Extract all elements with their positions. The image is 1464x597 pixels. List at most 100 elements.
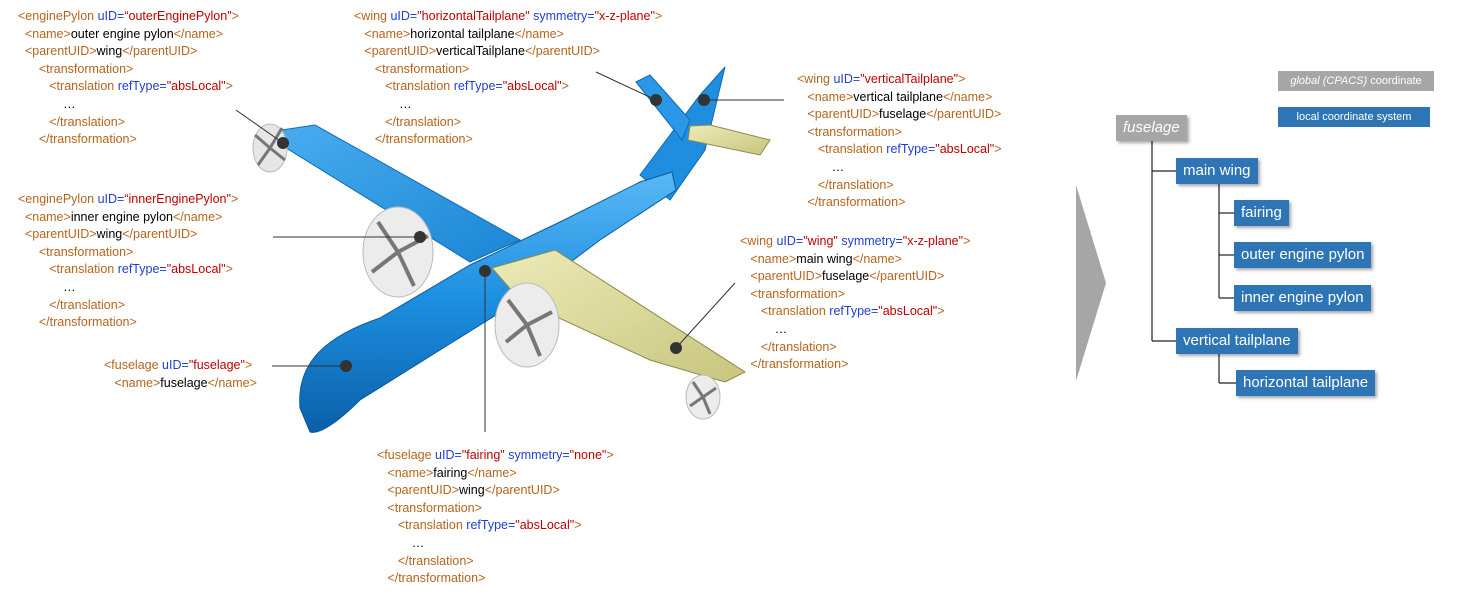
xml-token: "wing": [803, 234, 838, 248]
xml-main-wing: <wing uID="wing" symmetry="x-z-plane"> <…: [740, 233, 970, 374]
xml-token: "absLocal": [502, 79, 562, 94]
xml-token: <name>: [740, 251, 797, 266]
xml-token: >: [606, 448, 614, 462]
xml-token: </translation>: [18, 114, 126, 129]
right-horizontal-tailplane: [687, 124, 771, 156]
xml-line: <wing uID="wing" symmetry="x-z-plane">: [740, 233, 970, 251]
xml-line: <translation refType="absLocal">: [18, 261, 238, 279]
xml-token: "verticalTailplane": [860, 72, 959, 86]
xml-line: <name>inner engine pylon</name>: [18, 209, 238, 227]
xml-token: "none": [569, 448, 607, 462]
xml-token: "x-z-plane": [902, 234, 964, 248]
xml-token: </transformation>: [18, 132, 137, 147]
xml-token: "fairing": [461, 448, 505, 462]
tree-connectors: [1151, 140, 1236, 384]
xml-token: uID=: [776, 234, 804, 248]
point-horizontal-tailplane: [650, 94, 662, 106]
xml-token: uID=: [435, 448, 462, 462]
xml-token: wing: [96, 44, 123, 59]
xml-line: <translation refType="absLocal">: [740, 303, 970, 321]
xml-token: …: [797, 159, 845, 174]
xml-token: vertical tailplane: [853, 89, 943, 104]
xml-line: <parentUID>wing</parentUID>: [18, 43, 239, 61]
xml-line: <transformation>: [354, 61, 662, 79]
xml-token: <fuselage: [377, 448, 436, 462]
xml-token: <parentUID>: [740, 269, 822, 284]
xml-token: "absLocal": [878, 304, 938, 319]
point-inner-pylon: [414, 231, 426, 243]
xml-token: "x-z-plane": [594, 9, 655, 23]
xml-token: <parentUID>: [797, 107, 879, 122]
xml-token: </parentUID>: [484, 483, 560, 498]
xml-token: …: [740, 321, 788, 336]
tree-node-fairing: fairing: [1234, 200, 1289, 226]
xml-line: <transformation>: [797, 124, 1002, 142]
xml-token: >: [958, 72, 966, 86]
xml-line: <parentUID>wing</parentUID>: [18, 226, 238, 244]
xml-line: <transformation>: [740, 286, 970, 304]
xml-token: <name>: [18, 209, 71, 224]
xml-token: <transformation>: [18, 244, 134, 259]
xml-line: …: [354, 96, 662, 114]
xml-token: </name>: [173, 209, 223, 224]
xml-line: </translation>: [18, 114, 239, 132]
xml-token: <transformation>: [18, 61, 134, 76]
transform-arrow-icon: [1076, 185, 1106, 381]
xml-token: refType=: [117, 79, 167, 94]
xml-token: <translation: [18, 262, 118, 277]
xml-token: <name>: [797, 89, 854, 104]
xml-token: <parentUID>: [18, 227, 97, 242]
point-fairing: [479, 265, 491, 277]
xml-token: >: [994, 142, 1002, 157]
xml-line: </transformation>: [18, 314, 238, 332]
xml-line: <parentUID>fuselage</parentUID>: [740, 268, 970, 286]
fuselage-body: [299, 171, 677, 433]
xml-line: <enginePylon uID=“outerEnginePylon">: [18, 8, 239, 26]
xml-line: <fuselage uID="fairing" symmetry="none">: [377, 447, 614, 465]
xml-line: <name>horizontal tailplane</name>: [354, 26, 662, 44]
xml-token: verticalTailplane: [436, 44, 525, 59]
xml-token: </transformation>: [377, 571, 486, 586]
xml-line: </translation>: [797, 177, 1002, 195]
xml-token: <wing: [740, 234, 777, 248]
xml-line: </transformation>: [377, 570, 614, 588]
xml-token: …: [18, 279, 76, 294]
xml-token: </parentUID>: [122, 227, 198, 242]
xml-token: “outerEnginePylon": [124, 9, 232, 23]
xml-token: >: [225, 79, 233, 94]
xml-token: <parentUID>: [354, 44, 436, 59]
xml-token: <translation: [18, 79, 118, 94]
xml-token: </translation>: [377, 553, 474, 568]
xml-token: …: [354, 96, 412, 111]
xml-line: <wing uID="verticalTailplane">: [797, 71, 1002, 89]
tree-node-fuselage: fuselage: [1116, 115, 1187, 141]
xml-line: </translation>: [740, 339, 970, 357]
xml-line: …: [18, 96, 239, 114]
xml-line: <translation refType="absLocal">: [18, 78, 239, 96]
legend-local-coordinate-system: local coordinate system: [1278, 107, 1430, 127]
xml-token: refType=: [886, 142, 936, 157]
xml-token: <translation: [354, 79, 454, 94]
leader-outer-pylon: [235, 109, 284, 144]
xml-token: <enginePylon: [18, 192, 98, 206]
xml-token: wing: [459, 483, 485, 498]
xml-token: <wing: [797, 72, 834, 86]
tree-node-outer-engine-pylon: outer engine pylon: [1234, 242, 1372, 268]
xml-line: <name>fairing</name>: [377, 465, 614, 483]
xml-line: <parentUID>wing</parentUID>: [377, 482, 614, 500]
xml-token: symmetry=: [529, 9, 595, 23]
xml-token: >: [230, 192, 239, 206]
xml-token: uID=: [97, 192, 125, 206]
xml-token: "horizontalTailplane": [417, 9, 530, 23]
xml-token: <name>: [104, 375, 161, 390]
xml-token: </parentUID>: [122, 44, 198, 59]
xml-token: </parentUID>: [524, 44, 600, 59]
xml-token: >: [937, 304, 945, 319]
xml-token: </name>: [942, 89, 993, 104]
xml-token: wing: [96, 227, 123, 242]
xml-line: <parentUID>verticalTailplane</parentUID>: [354, 43, 662, 61]
point-vertical-tailplane: [698, 94, 710, 106]
xml-token: inner engine pylon: [70, 209, 173, 224]
xml-token: "absLocal": [935, 142, 995, 157]
xml-token: fuselage: [160, 375, 208, 390]
